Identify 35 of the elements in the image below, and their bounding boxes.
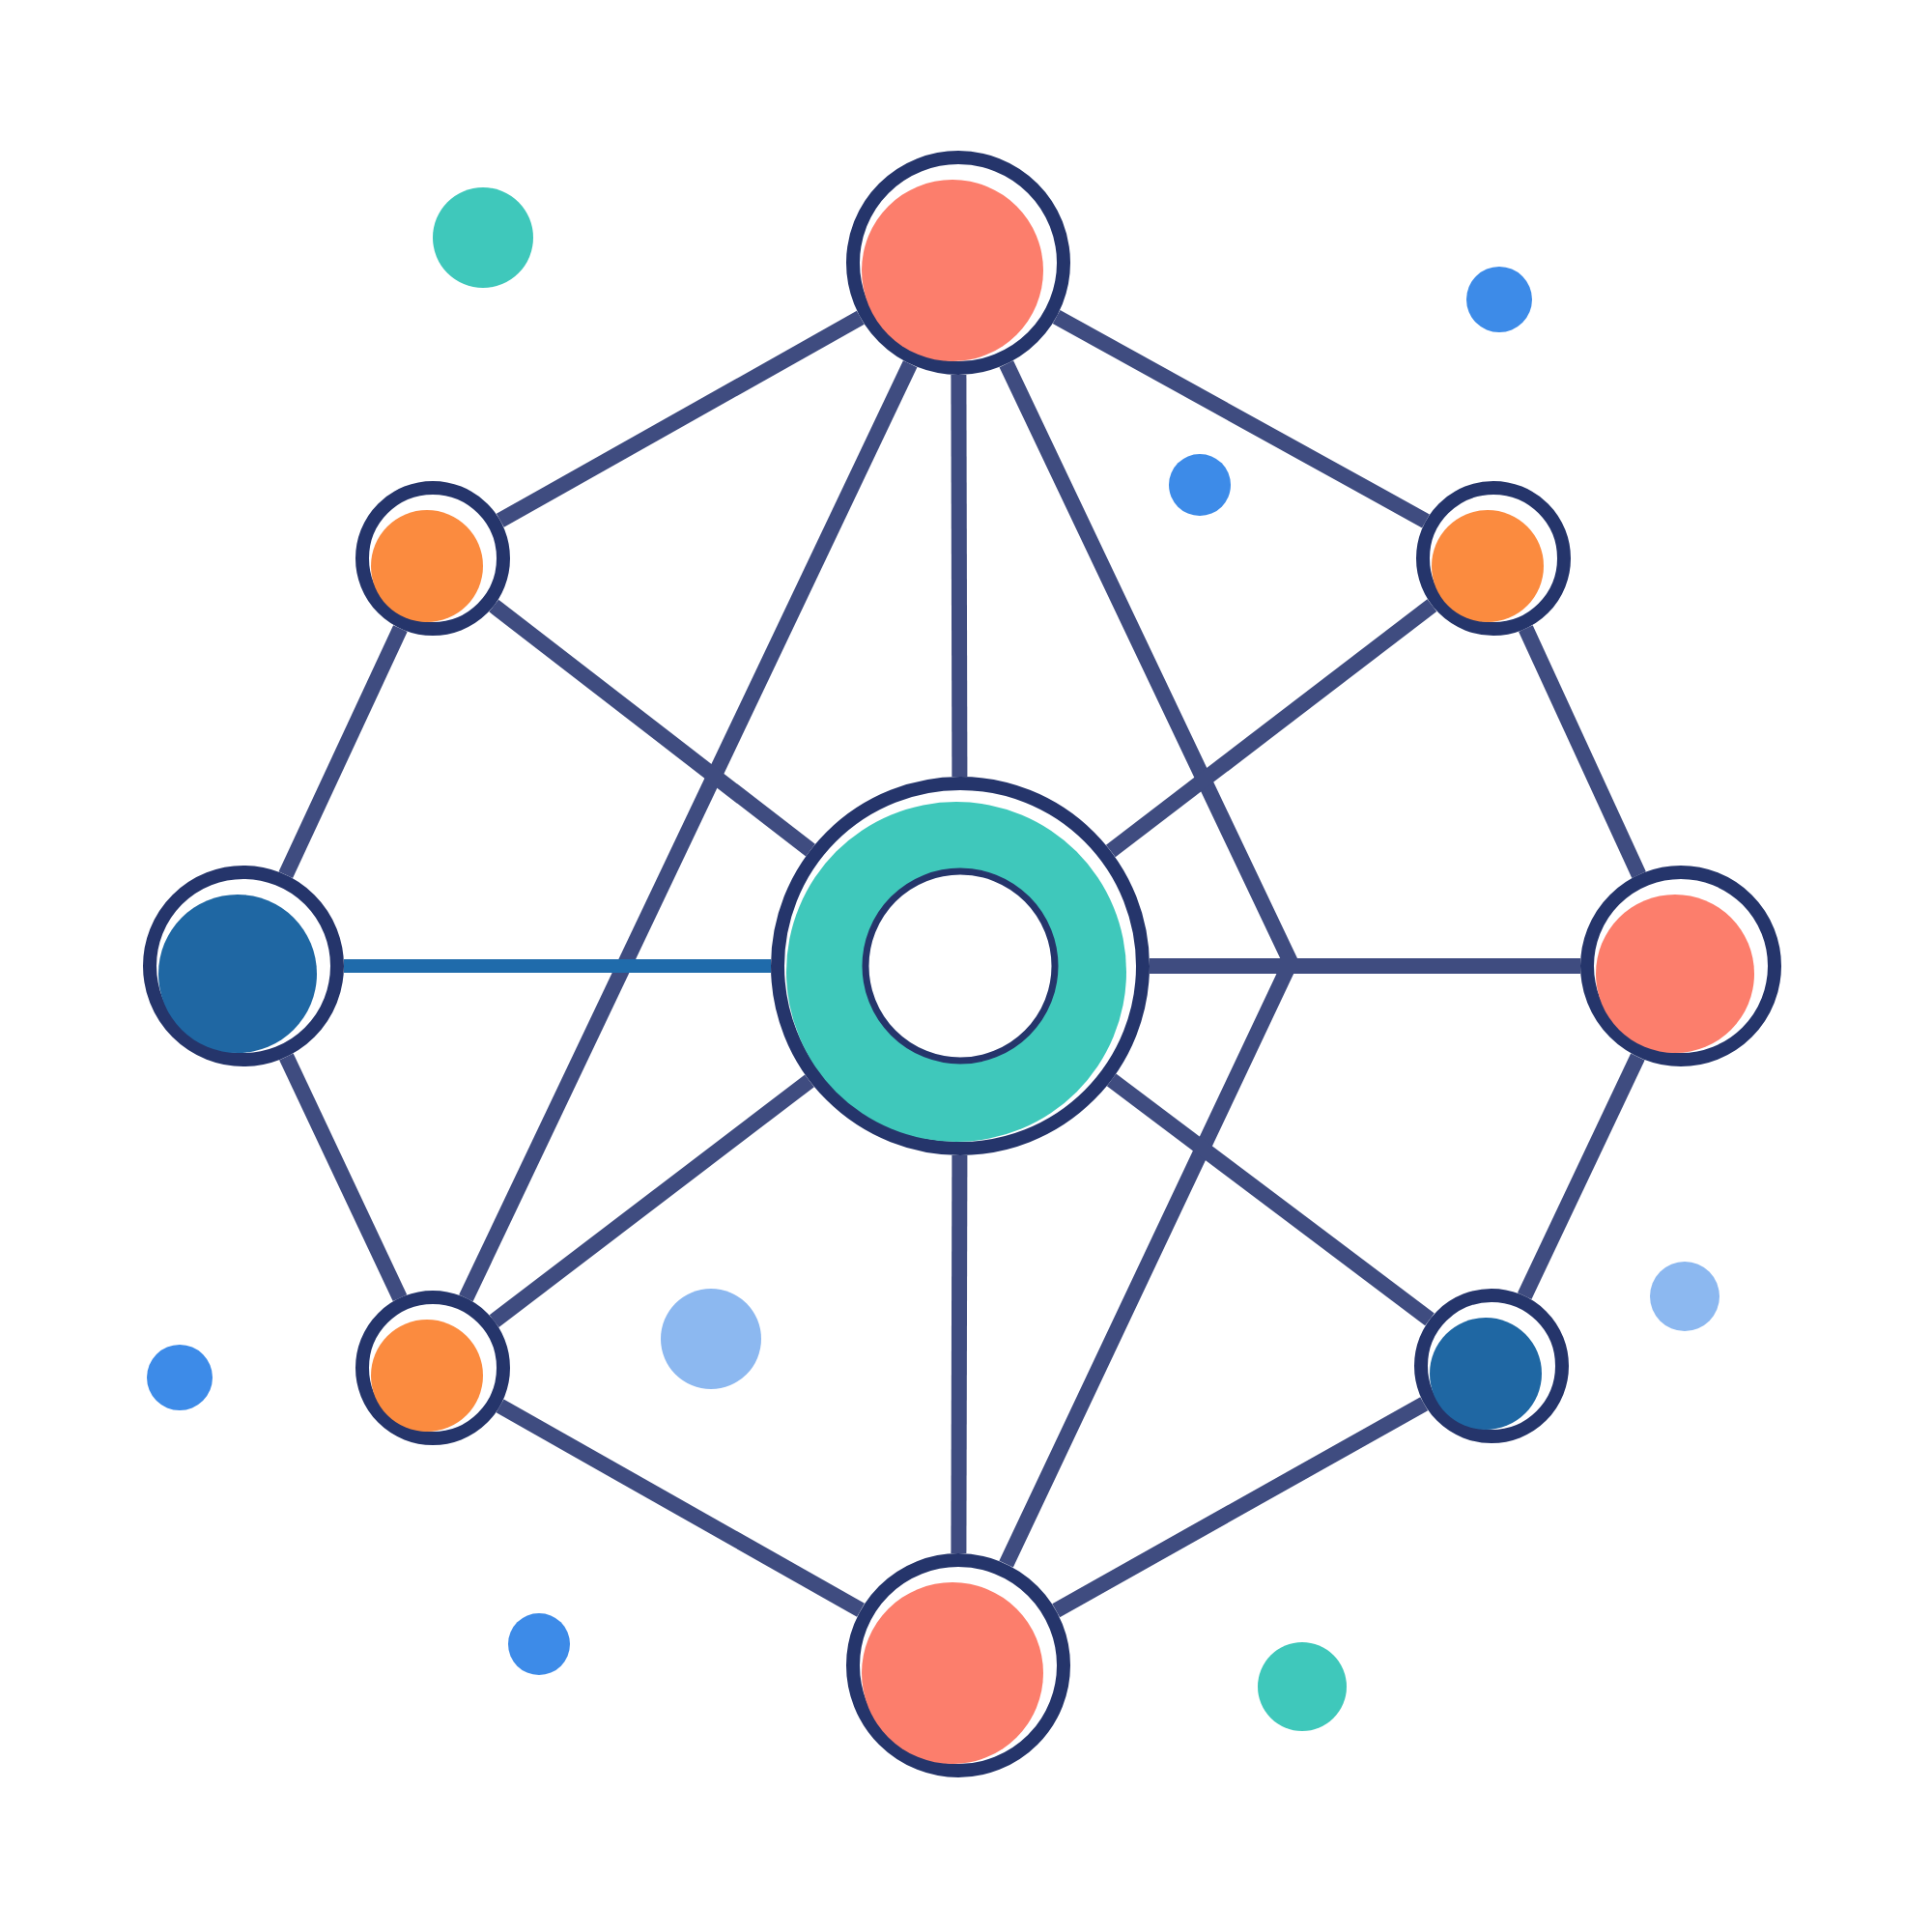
dot-icon (1650, 1262, 1719, 1331)
dot-icon (661, 1289, 761, 1389)
connector-line (278, 625, 408, 878)
network-node (846, 1553, 1070, 1777)
connector-line (489, 599, 815, 857)
connector-line (1517, 1053, 1645, 1299)
connector-line (1106, 1073, 1435, 1326)
connector-line (279, 1053, 408, 1301)
connector-line (951, 1155, 968, 1553)
hub-node (771, 777, 1150, 1155)
network-node (846, 151, 1070, 375)
network-node (355, 1291, 510, 1445)
connector-line (999, 360, 1298, 1568)
network-node (355, 481, 510, 636)
network-node (1416, 481, 1571, 636)
dot-icon (508, 1613, 570, 1675)
connector-line (489, 1074, 814, 1327)
connector-line (1052, 1397, 1429, 1618)
connector-line (459, 360, 918, 1302)
connector-line (344, 959, 771, 973)
connector-line (951, 375, 968, 777)
connector-line (496, 310, 865, 527)
connector-line (1105, 599, 1437, 858)
network-node (1580, 866, 1781, 1066)
connector-line (1052, 310, 1430, 528)
dot-icon (147, 1345, 213, 1410)
dot-icon (1258, 1642, 1347, 1731)
network-node (1414, 1289, 1569, 1443)
dot-icon (1169, 454, 1231, 516)
connector-line (1519, 625, 1646, 878)
network-node (143, 866, 344, 1066)
dot-icon (1466, 267, 1532, 332)
connector-line (1150, 958, 1580, 974)
connector-line (496, 1399, 865, 1617)
dot-icon (433, 187, 533, 288)
